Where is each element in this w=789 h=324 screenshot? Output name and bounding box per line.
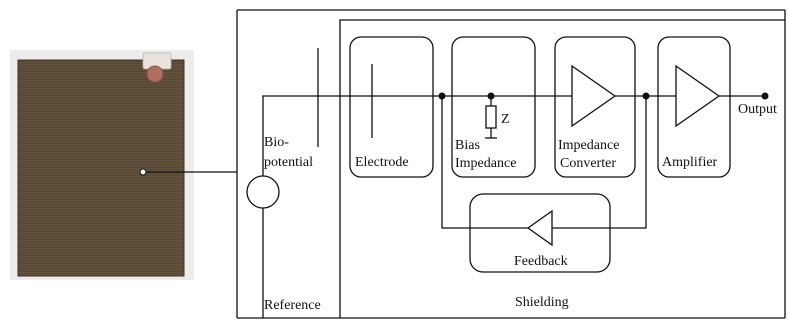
snap-button (146, 65, 164, 83)
feedback-wire-right (552, 96, 647, 229)
voltage-source-symbol (246, 175, 280, 209)
bias-label: Bias (455, 138, 480, 153)
impedance-converter-block: Impedance Converter (554, 36, 636, 178)
buffer-triangle (571, 64, 617, 128)
electrode-label: Electrode (355, 155, 409, 170)
textile-electrode (17, 59, 185, 277)
output-label: Output (738, 102, 777, 117)
z-label: Z (501, 112, 510, 127)
amplifier-box (657, 36, 731, 178)
source-wire-top (262, 95, 318, 176)
amplifier-label: Amplifier (662, 155, 718, 170)
amplifier-triangle (675, 64, 721, 128)
output-terminal (761, 92, 769, 100)
bias-impedance-label: Impedance (455, 156, 516, 171)
potential-label: potential (264, 155, 313, 170)
amplifier-block: Amplifier (657, 36, 731, 178)
junction-bias (487, 92, 495, 100)
converter-label: Converter (560, 156, 616, 171)
shielding-boundary (339, 19, 785, 318)
resistor-symbol (485, 105, 497, 129)
feedback-box (469, 193, 611, 273)
feedback-triangle (526, 209, 553, 247)
bio-label: Bio- (264, 135, 289, 150)
feedback-wire-left (441, 96, 528, 229)
feedback-block: Feedback (441, 96, 647, 273)
electrode-box (349, 36, 434, 178)
bias-impedance-block: Z Bias Impedance (451, 36, 536, 178)
impedance-converter-box (554, 36, 636, 178)
electrode-block: Electrode (349, 36, 434, 178)
connection-point (139, 168, 147, 176)
electrode-photo (10, 50, 194, 280)
bias-impedance-box (451, 36, 536, 178)
feedback-label: Feedback (514, 254, 568, 269)
converter-impedance-label: Impedance (558, 138, 619, 153)
shielding-label: Shielding (515, 295, 569, 310)
reference-label: Reference (264, 298, 321, 313)
